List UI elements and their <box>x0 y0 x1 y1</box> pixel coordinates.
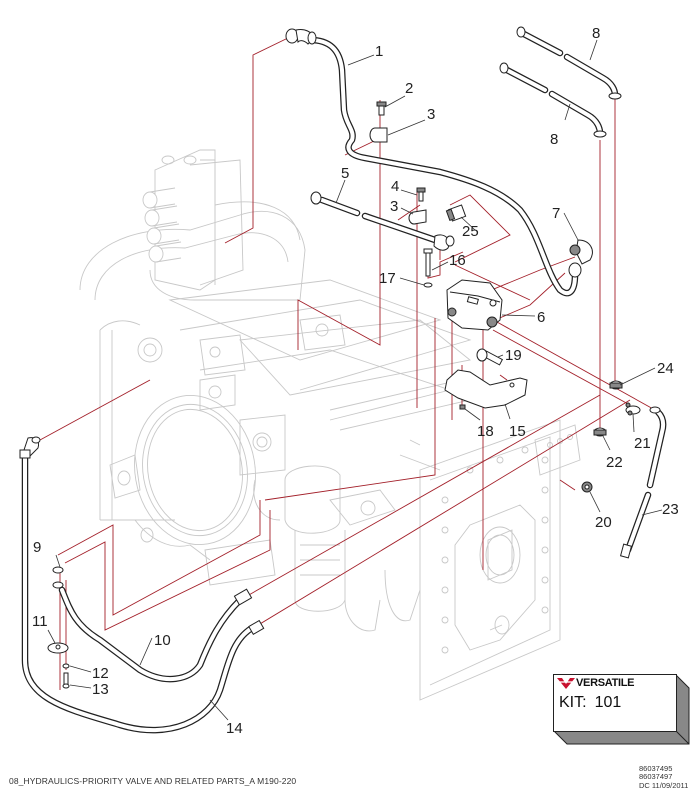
transmission-housing-background <box>79 149 581 701</box>
clamp-3-lower <box>408 209 427 225</box>
hose-23 <box>619 406 667 559</box>
brand-name: VERSATILE <box>576 677 635 689</box>
callout-10: 10 <box>154 632 171 649</box>
callout-2: 2 <box>405 80 413 97</box>
fitting-21 <box>625 402 641 416</box>
callout-24: 24 <box>657 360 674 377</box>
callout-3-lower: 3 <box>390 198 398 215</box>
clamp-24 <box>609 380 623 390</box>
hose-8-lower <box>499 62 607 138</box>
flange-11 <box>47 642 69 654</box>
elbow-7 <box>569 239 593 265</box>
callout-5: 5 <box>341 165 349 182</box>
callout-20: 20 <box>595 514 612 531</box>
callout-22: 22 <box>606 454 623 471</box>
hose-10 <box>52 581 253 683</box>
valve-solenoids <box>142 187 182 263</box>
callout-23: 23 <box>662 501 679 518</box>
bracket-15 <box>444 369 528 409</box>
callout-15: 15 <box>509 423 526 440</box>
part-code-1: 86037495 <box>639 764 673 773</box>
callout-21: 21 <box>634 435 651 452</box>
callout-3-upper: 3 <box>427 106 435 123</box>
callout-16: 16 <box>449 252 466 269</box>
washer-17 <box>423 282 433 288</box>
versatile-logo: VERSATILE <box>557 677 635 689</box>
callout-7: 7 <box>552 205 560 222</box>
kit-box: VERSATILE KIT: 101 <box>553 674 690 745</box>
callout-9: 9 <box>33 539 41 556</box>
bolt-16 <box>423 248 433 277</box>
bolt-13 <box>62 672 70 689</box>
kit-label: KIT: <box>559 694 587 711</box>
bolt-19 <box>476 348 504 366</box>
callout-6: 6 <box>537 309 545 326</box>
priority-valve-6 <box>446 279 503 331</box>
bolt-4 <box>416 187 426 202</box>
rear-plate-bolts <box>441 446 549 654</box>
diagram-title: 08_HYDRAULICS-PRIORITY VALVE AND RELATED… <box>9 776 297 786</box>
kit-number: KIT: 101 <box>559 694 629 712</box>
callout-labels: 1 2 3 3 4 5 6 7 8 8 9 10 11 12 13 14 15 … <box>32 25 679 737</box>
document-date: DC 11/09/2011 <box>639 780 689 790</box>
callout-13: 13 <box>92 681 109 698</box>
document-codes: 86037495 86037497 DC 11/09/2011 <box>639 764 689 790</box>
versatile-v-icon <box>557 677 575 689</box>
nut-20 <box>581 481 593 493</box>
callout-8-lower: 8 <box>550 131 558 148</box>
callout-12: 12 <box>92 665 109 682</box>
callout-11: 11 <box>32 613 48 630</box>
callout-8-upper: 8 <box>592 25 600 42</box>
o-ring-9 <box>52 566 64 574</box>
bolt-2 <box>376 101 387 116</box>
callout-18: 18 <box>477 423 494 440</box>
part-code-2: 86037497 <box>639 772 673 782</box>
hose-5 <box>310 191 455 251</box>
kit-label-panel: VERSATILE KIT: 101 <box>553 674 677 732</box>
leader-lines <box>47 39 663 721</box>
hose-14 <box>19 436 265 734</box>
washer-12 <box>62 663 70 669</box>
nut-18 <box>459 404 466 410</box>
hose-8-upper <box>516 26 622 100</box>
callout-25: 25 <box>462 223 479 240</box>
callout-17: 17 <box>379 270 396 287</box>
callout-19: 19 <box>505 347 522 364</box>
hose-1 <box>285 28 582 297</box>
callout-14: 14 <box>226 720 243 737</box>
kit-value: 101 <box>594 694 622 711</box>
clamp-3-upper <box>369 127 388 143</box>
connection-lines <box>39 36 656 690</box>
clamp-22 <box>593 427 607 437</box>
callout-1: 1 <box>375 43 383 60</box>
callout-4: 4 <box>391 178 399 195</box>
